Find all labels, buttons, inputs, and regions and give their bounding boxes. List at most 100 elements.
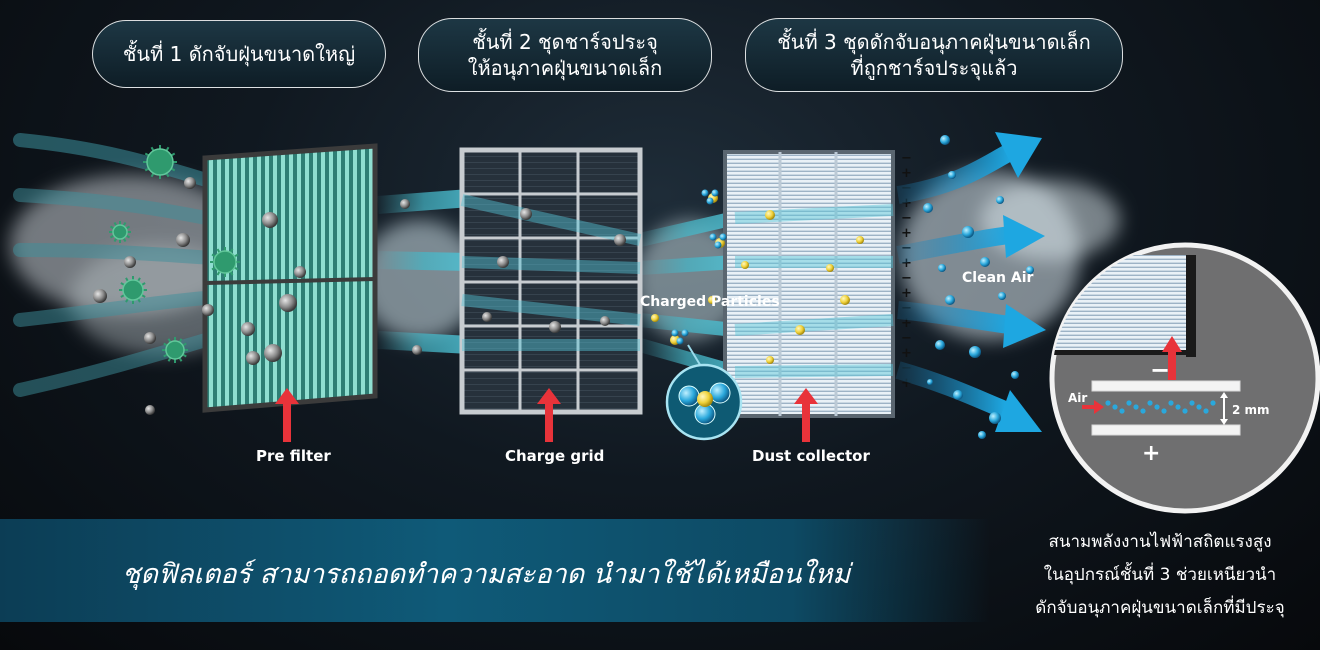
stage-1-line-1: ชั้นที่ 1 ดักจับฝุ่นขนาดใหญ่ — [122, 42, 356, 66]
dust-particle — [262, 212, 278, 228]
virus-body — [146, 148, 174, 176]
clean-air-droplet — [962, 226, 974, 238]
dust-particle — [184, 177, 196, 189]
clean-air-droplet — [969, 346, 981, 358]
stage-2-line-2: ให้อนุภาคฝุ่นขนาดเล็ก — [467, 56, 663, 80]
ion — [706, 197, 714, 205]
stage-3-line-2: ที่ถูกชาร์จประจุแล้ว — [850, 56, 1018, 80]
dust-particle — [400, 199, 410, 209]
charged-particle — [651, 314, 659, 322]
air-streams-through — [460, 194, 894, 378]
dust-particle — [520, 208, 532, 220]
virus-particle — [109, 221, 131, 243]
zoom-droplet — [1196, 404, 1202, 410]
charge-grid-panel — [459, 147, 643, 415]
zoom-droplet — [1175, 404, 1181, 410]
polarity-mark: + — [901, 346, 912, 361]
virus-particle — [162, 337, 188, 363]
dust-particle — [246, 351, 260, 365]
charged-particle-cluster — [709, 233, 727, 249]
polarity-mark: − — [901, 211, 912, 226]
stage-2-line-1: ชั้นที่ 2 ชุดชาร์จประจุ — [472, 30, 658, 54]
dust-particle — [202, 304, 214, 316]
virus-body — [112, 224, 128, 240]
caption-line-2: ในอุปกรณ์ชั้นที่ 3 ช่วยเหนียวนำ — [1043, 565, 1277, 585]
dust-particle — [145, 405, 155, 415]
polarity-mark: + — [901, 256, 912, 271]
plus-sign: + — [1142, 441, 1160, 466]
clean-air-droplet — [980, 257, 990, 267]
charged-particle — [741, 261, 749, 269]
dust-particle — [482, 312, 492, 322]
pre-filter-panel — [202, 143, 378, 413]
zoom-droplet — [1105, 400, 1111, 406]
zoom-droplet — [1161, 408, 1167, 414]
dust-particle — [279, 294, 297, 312]
clean-air-label: Clean Air — [962, 270, 1033, 286]
air-label: Air — [1068, 391, 1087, 405]
dust-particle — [241, 322, 255, 336]
dust-particle — [124, 256, 136, 268]
clean-air-droplet — [938, 264, 946, 272]
dust-particle — [294, 266, 306, 278]
clean-air-droplet — [945, 295, 955, 305]
ion — [709, 233, 717, 241]
ion — [671, 329, 679, 337]
dust-particle — [264, 344, 282, 362]
banner-text: ชุดฟิลเตอร์ สามารถถอดทำความสะอาด นำมาใช้… — [122, 559, 851, 590]
minus-sign: − — [1150, 356, 1170, 384]
polarity-mark: + — [901, 196, 912, 211]
clean-air-droplet — [948, 171, 956, 179]
caption-line-3: ดักจับอนุภาคฝุ่นขนาดเล็กที่มีประจุ — [1035, 598, 1285, 618]
polarity-mark: + — [901, 316, 912, 331]
dust-particle — [614, 234, 626, 246]
red-up-arrows — [275, 388, 818, 442]
polarity-mark: + — [901, 166, 912, 181]
clean-air-droplet — [940, 135, 950, 145]
polarity-mark: − — [901, 151, 912, 166]
clean-air-droplet — [989, 412, 1001, 424]
clean-air-droplet — [1011, 371, 1019, 379]
polarity-mark: + — [901, 376, 912, 391]
zoom-droplet — [1147, 400, 1153, 406]
polarity-mark: − — [901, 331, 912, 346]
clean-air-droplet — [923, 203, 933, 213]
zoom-droplet — [1119, 408, 1125, 414]
dust-particle — [144, 332, 156, 344]
charged-particle — [826, 264, 834, 272]
air-streams-middle — [377, 189, 471, 354]
charged-particle — [766, 356, 774, 364]
virus-particle — [119, 276, 147, 304]
gap-label: 2 mm — [1232, 403, 1270, 417]
stage-2-pill: ชั้นที่ 2 ชุดชาร์จประจุ ให้อนุภาคฝุ่นขนา… — [418, 18, 712, 92]
ion — [701, 189, 709, 197]
dust-particle — [549, 321, 561, 333]
virus-body — [165, 340, 185, 360]
clean-air-droplet — [998, 292, 1006, 300]
clean-air-droplet — [978, 431, 986, 439]
clean-air-droplet — [953, 390, 963, 400]
charged-particle-bubble — [665, 344, 743, 441]
ion — [681, 329, 689, 337]
ion — [676, 337, 684, 345]
charged-particle-cluster — [701, 189, 719, 205]
ion — [714, 241, 722, 249]
zoom-droplet — [1203, 408, 1209, 414]
zoom-droplet — [1140, 408, 1146, 414]
zoom-droplet — [1112, 404, 1118, 410]
charge-grid-label: Charge grid — [505, 447, 605, 465]
dust-collector-label: Dust collector — [752, 447, 870, 465]
ion — [711, 189, 719, 197]
zoom-droplet — [1210, 400, 1216, 406]
charged-particle — [795, 325, 805, 335]
caption-line-1: สนามพลังงานไฟฟ้าสถิตแรงสูง — [1048, 532, 1272, 552]
dust-particle — [93, 289, 107, 303]
zoom-droplet — [1154, 404, 1160, 410]
charged-particle — [856, 236, 864, 244]
clean-air-droplet — [927, 379, 933, 385]
particles-layer — [93, 135, 1216, 439]
virus-body — [122, 279, 144, 301]
polarity-mark: + — [901, 226, 912, 241]
